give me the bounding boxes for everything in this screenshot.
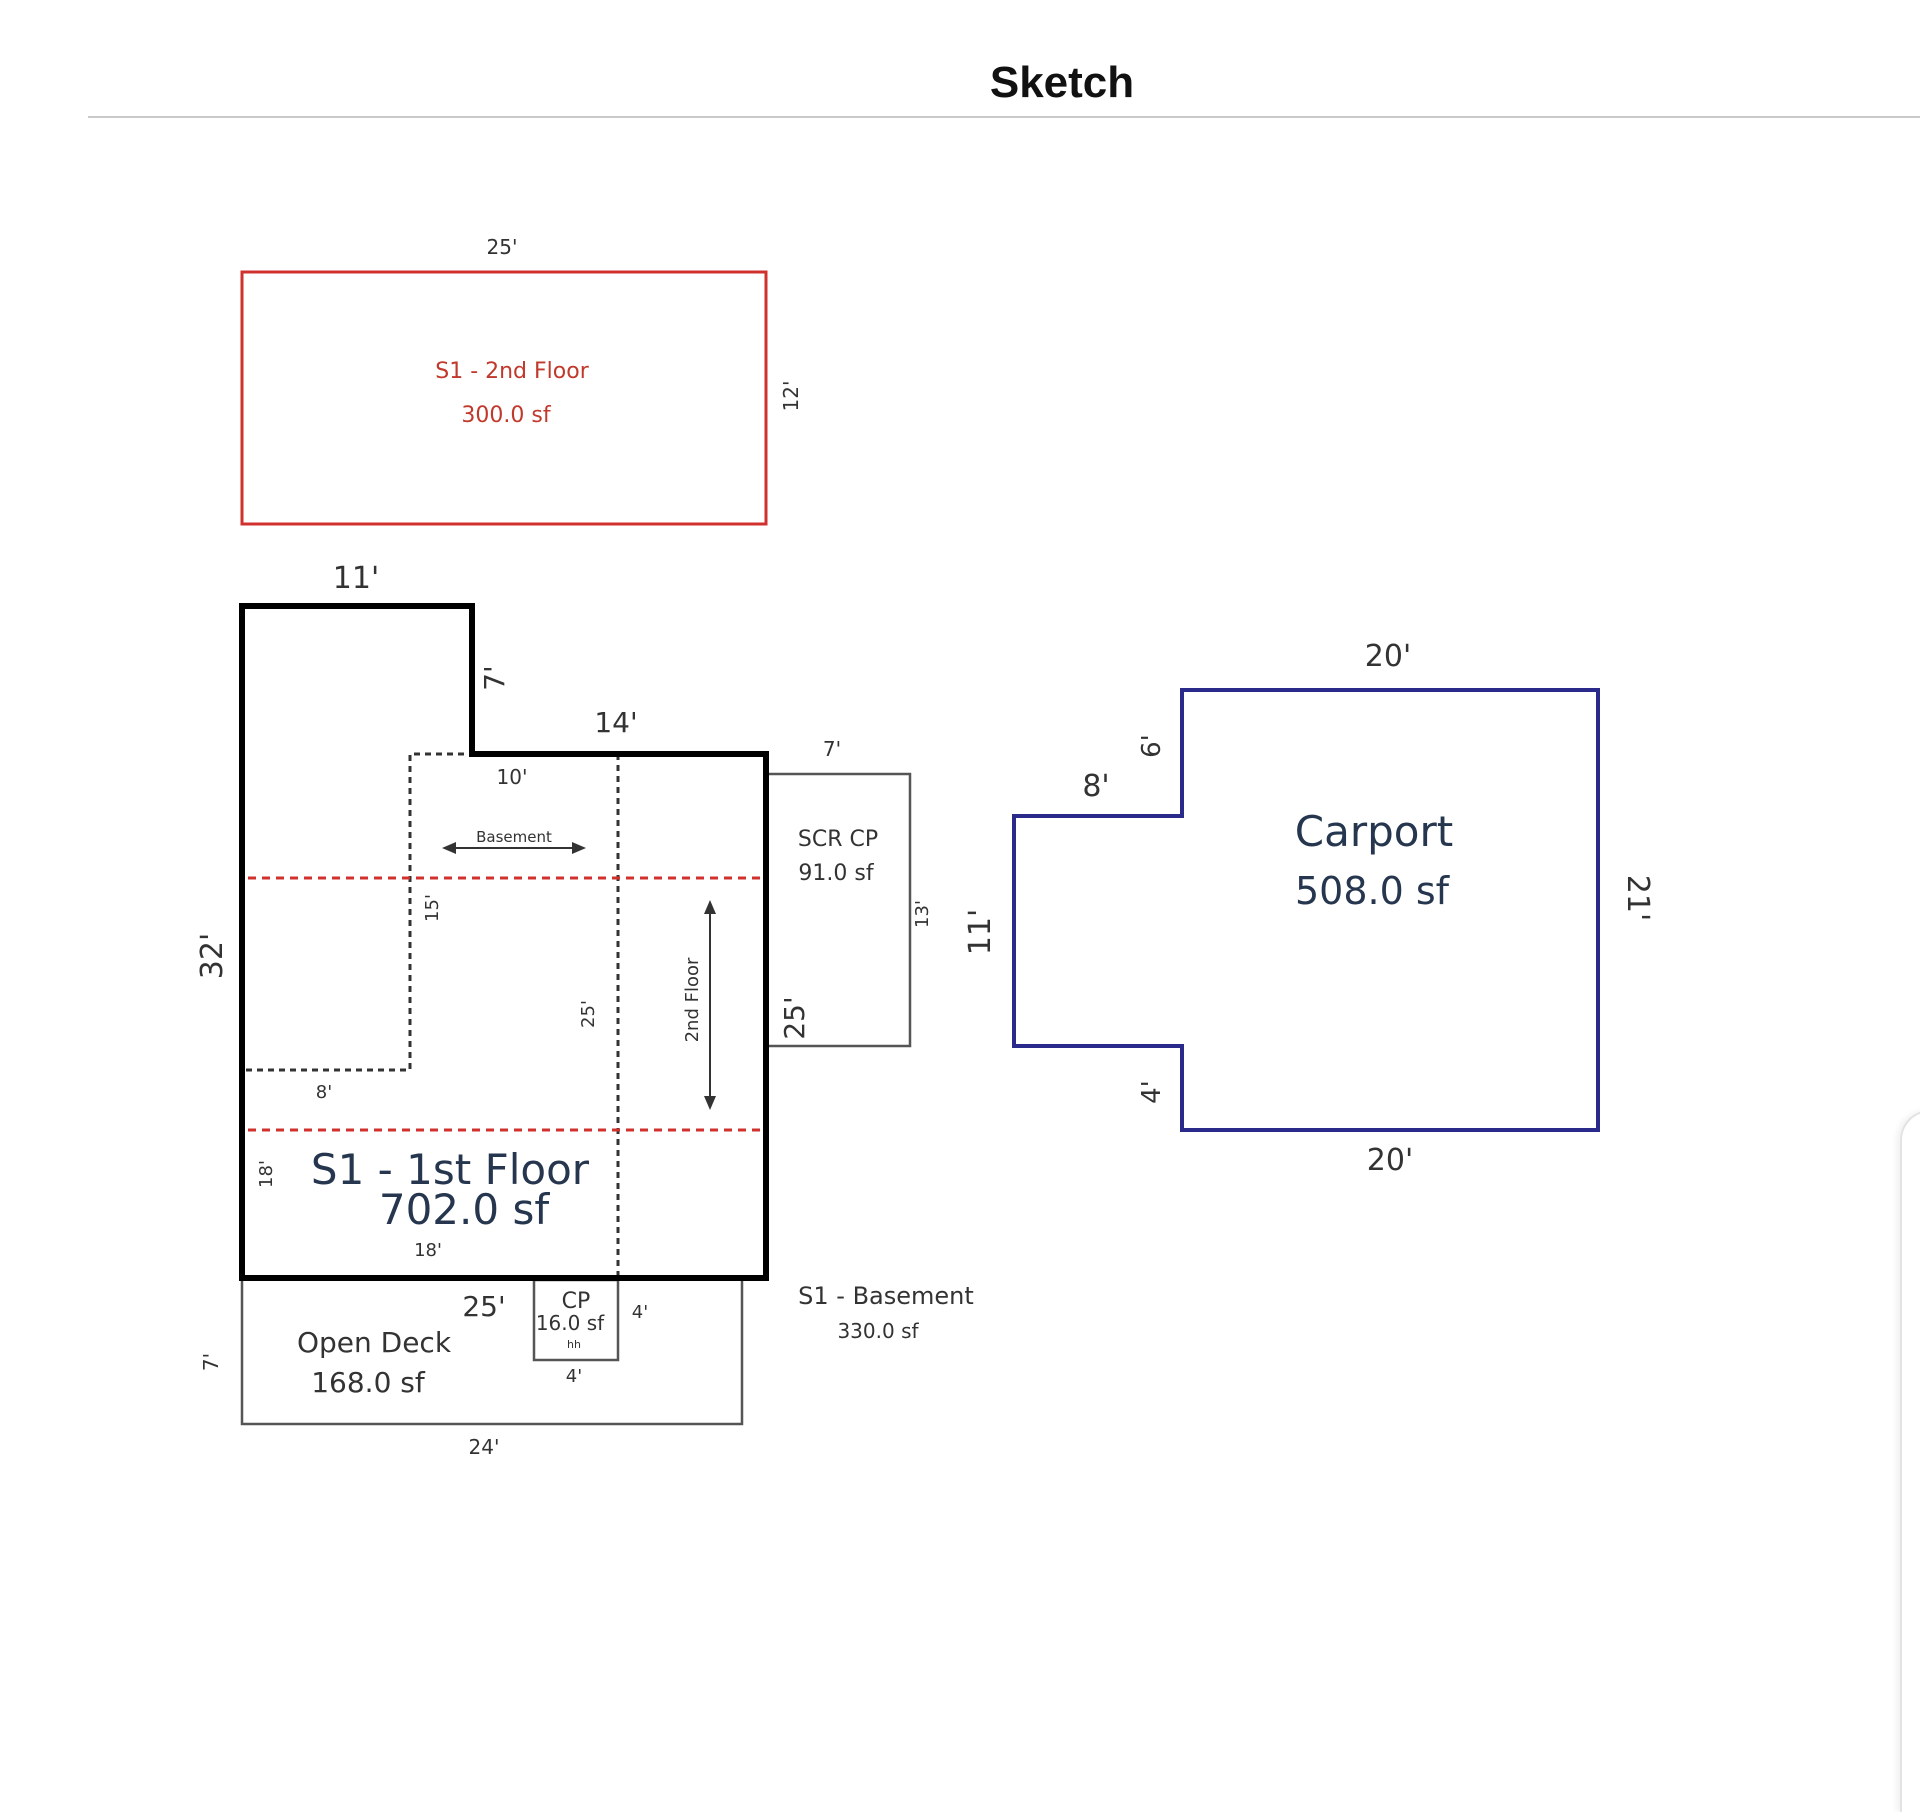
- basement-arrow-label: Basement: [476, 828, 552, 846]
- second-floor-dim-right: 12': [779, 381, 803, 412]
- first-floor-area[interactable]: 11' 7' 14' 32' 25' 25' S1 - 1st Floor 70…: [195, 561, 811, 1323]
- cp-dim-right: 4': [632, 1302, 648, 1323]
- screened-carport-outline: [766, 772, 912, 1048]
- first-floor-dim-bottom-right: 25': [778, 996, 811, 1039]
- first-floor-dim-left: 32': [195, 933, 230, 979]
- first-floor-area-value: 702.0 sf: [379, 1185, 550, 1234]
- carport-label: Carport: [1295, 807, 1453, 856]
- screened-carport-dim-top: 7': [823, 737, 841, 761]
- basement-arrowhead-left: [442, 842, 456, 854]
- carport-dim-right: 21': [1620, 875, 1655, 921]
- first-floor-dim-bottom: 25': [462, 1290, 505, 1323]
- carport-outline: [1012, 688, 1600, 1132]
- floor-plan-sketch: 25' 12' S1 - 2nd Floor 300.0 sf Open Dec…: [195, 235, 1655, 1459]
- title-divider: [88, 116, 1920, 118]
- open-deck-outline: [240, 1280, 744, 1426]
- basement-dim-top: 10': [497, 765, 528, 789]
- second-floor-arrowhead-top: [704, 900, 716, 914]
- basement-label: S1 - Basement: [798, 1282, 974, 1310]
- open-deck-dim-bottom: 24': [469, 1435, 500, 1459]
- first-floor-outline: [239, 603, 769, 1281]
- basement-area[interactable]: 10' 15' 25' 8' 18' 18' Basement S1 - Bas…: [246, 752, 974, 1343]
- second-floor-arrow-label: 2nd Floor: [682, 957, 703, 1042]
- screened-carport-dim-right: 13': [912, 900, 933, 928]
- basement-dim-depth: 15': [422, 894, 443, 922]
- second-floor-arrowhead-bottom: [704, 1096, 716, 1110]
- cp-sublabel: hh: [567, 1338, 581, 1351]
- page-title: Sketch: [989, 58, 1135, 107]
- side-panel-edge: [1900, 1110, 1920, 1812]
- basement-dim-bottom: 18': [414, 1240, 442, 1261]
- basement-arrowhead-right: [572, 842, 586, 854]
- screened-carport-label: SCR CP: [798, 827, 878, 852]
- basement-area-value: 330.0 sf: [837, 1319, 919, 1343]
- carport-dim-left: 11': [963, 909, 998, 955]
- first-floor-dim-notch: 7': [478, 665, 511, 691]
- carport-area[interactable]: 20' 20' 21' 11' 6' 4' 8' Carport 508.0 s…: [963, 639, 1655, 1178]
- first-floor-label: S1 - 1st Floor: [311, 1145, 590, 1194]
- cp-label: CP: [562, 1289, 591, 1314]
- open-deck-dim-left: 7': [199, 1353, 223, 1371]
- first-floor-dim-top-right: 14': [594, 706, 637, 739]
- basement-dim-mid: 25': [578, 1000, 599, 1028]
- open-deck-label: Open Deck: [297, 1326, 452, 1359]
- carport-dim-bottom: 20': [1367, 1143, 1413, 1178]
- cp-dim-bottom: 4': [566, 1366, 582, 1387]
- basement-outline: [246, 752, 470, 1072]
- carport-dim-ext: 8': [1082, 769, 1109, 804]
- second-floor-label: S1 - 2nd Floor: [435, 359, 589, 384]
- second-floor-overlay: 2nd Floor: [248, 876, 760, 1132]
- open-deck-area-value: 168.0 sf: [311, 1366, 426, 1399]
- second-floor-area-value: 300.0 sf: [461, 403, 551, 428]
- screened-carport-area[interactable]: SCR CP 91.0 sf 7' 13': [766, 737, 933, 1048]
- second-floor-outline: [240, 270, 768, 526]
- carport-dim-notch-top: 6': [1137, 734, 1167, 758]
- carport-dim-top: 20': [1365, 639, 1411, 674]
- basement-dim-small: 8': [316, 1082, 332, 1103]
- second-floor-dim-top: 25': [487, 235, 518, 259]
- carport-area-value: 508.0 sf: [1295, 869, 1451, 913]
- second-floor-area[interactable]: 25' 12' S1 - 2nd Floor 300.0 sf: [240, 235, 803, 526]
- first-floor-dim-top-left: 11': [333, 561, 379, 596]
- basement-dim-left-low: 18': [256, 1160, 277, 1188]
- cp-area[interactable]: CP 16.0 sf hh 4' 4': [532, 1278, 648, 1387]
- carport-dim-notch-bottom: 4': [1137, 1080, 1167, 1104]
- open-deck-area[interactable]: Open Deck 168.0 sf 7' 24': [199, 1280, 744, 1459]
- cp-area-value: 16.0 sf: [536, 1311, 605, 1335]
- screened-carport-area-value: 91.0 sf: [798, 861, 874, 886]
